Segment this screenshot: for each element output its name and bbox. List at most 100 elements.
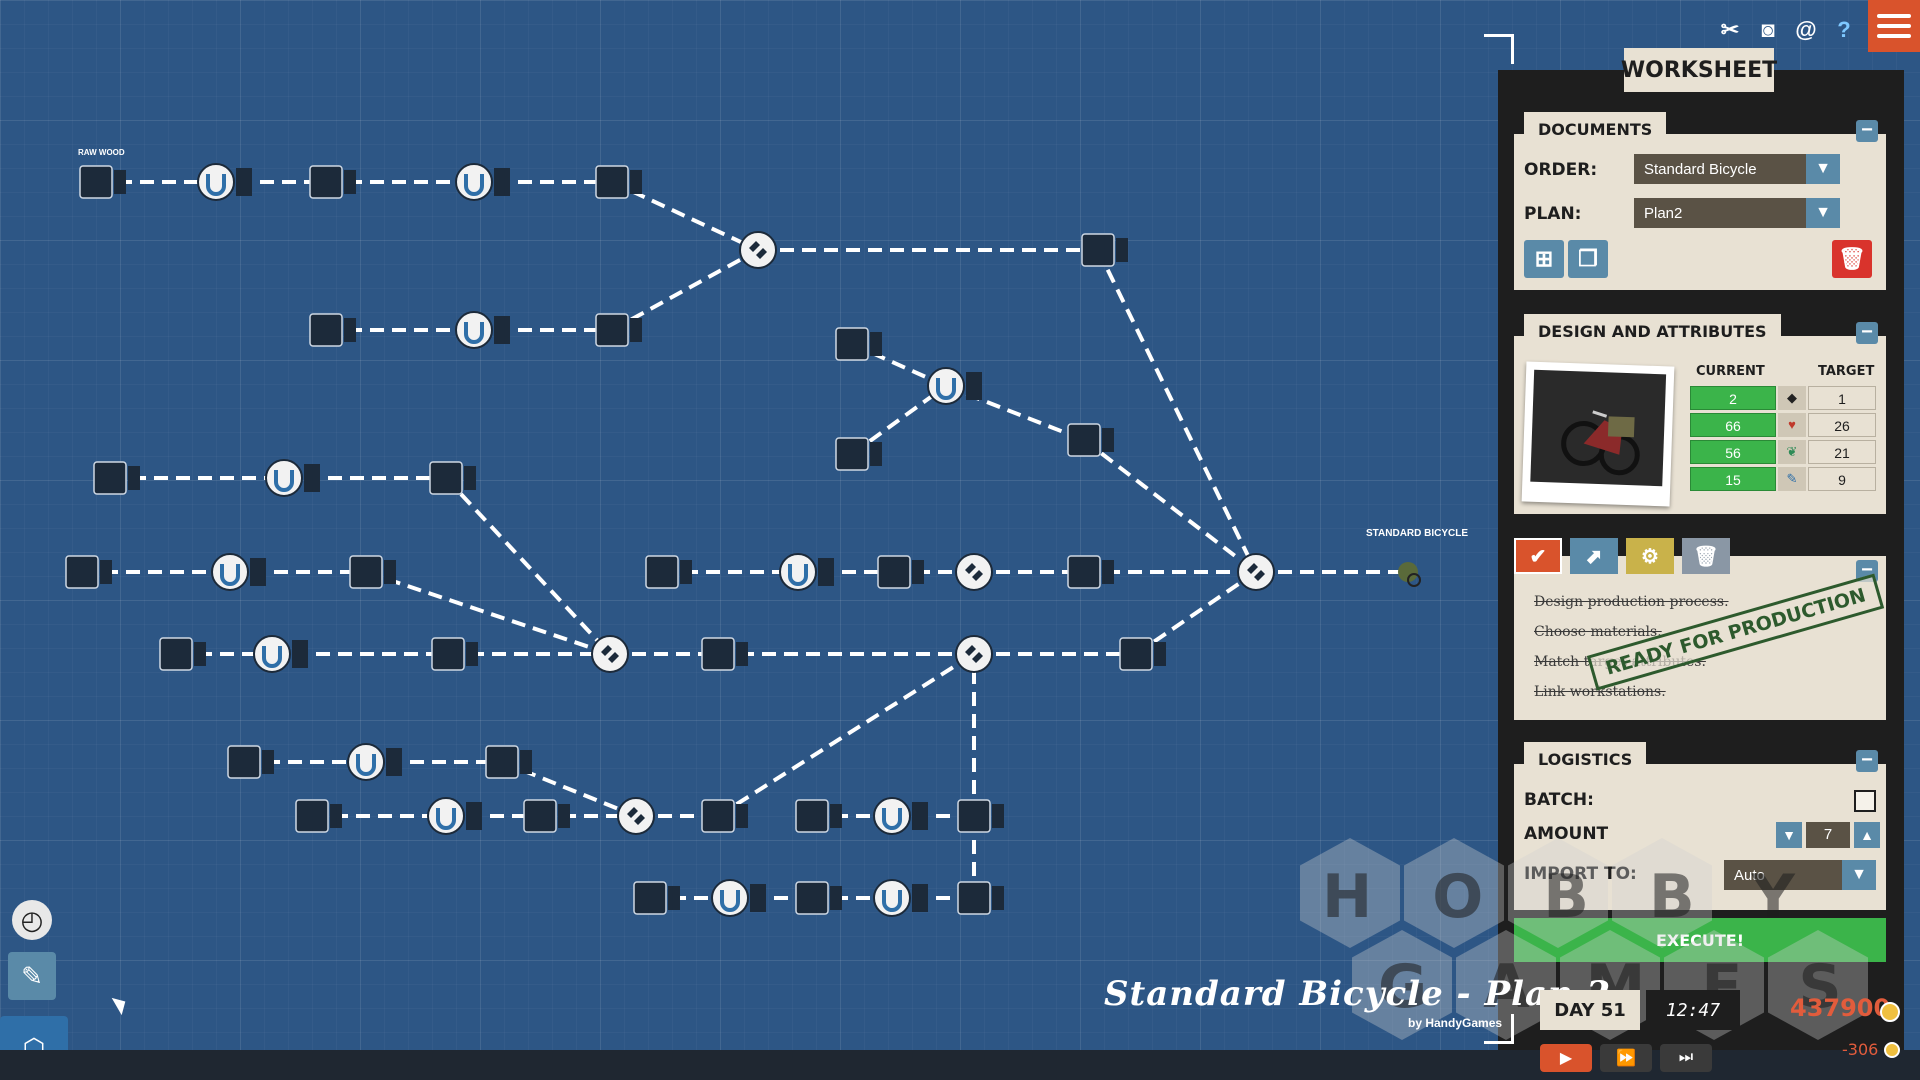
material-node[interactable] xyxy=(701,637,748,671)
import-value: Auto xyxy=(1734,866,1765,884)
material-node[interactable] xyxy=(1067,423,1114,457)
snail-icon[interactable]: @ xyxy=(1795,17,1817,42)
material-node[interactable] xyxy=(309,165,356,199)
play-button[interactable]: ▶ xyxy=(1540,1044,1592,1072)
material-node[interactable] xyxy=(633,881,680,915)
bicycle-photo xyxy=(1521,361,1675,507)
worksheet-title: WORKSHEET xyxy=(1621,48,1777,92)
material-node[interactable] xyxy=(1119,637,1166,671)
material-node[interactable] xyxy=(65,555,112,589)
material-node[interactable] xyxy=(1067,555,1114,589)
material-node[interactable] xyxy=(485,745,532,779)
material-node[interactable] xyxy=(595,165,642,199)
material-node[interactable] xyxy=(795,881,842,915)
material-node[interactable] xyxy=(431,637,478,671)
material-node[interactable] xyxy=(795,799,842,833)
order-value: Standard Bicycle xyxy=(1644,160,1757,178)
collapse-logistics-button[interactable]: − xyxy=(1856,750,1878,772)
material-node[interactable] xyxy=(595,313,642,347)
conveyor-link xyxy=(1082,438,1258,574)
delete-plan-button[interactable]: 🗑 xyxy=(1832,240,1872,278)
bicycle-image xyxy=(1561,410,1640,476)
notepad-icon[interactable]: ✎ xyxy=(8,952,56,1000)
task-item: Design production process. xyxy=(1534,594,1729,610)
material-node[interactable] xyxy=(79,165,126,199)
workstation-node[interactable] xyxy=(779,553,834,591)
material-node[interactable] xyxy=(957,799,1004,833)
workstation-node[interactable] xyxy=(873,879,928,917)
target-weight: 1 xyxy=(1808,386,1876,410)
material-node[interactable] xyxy=(93,461,140,495)
bicycle-output-node[interactable] xyxy=(1398,562,1421,587)
corner-marker xyxy=(1484,1014,1514,1044)
workstation-node[interactable] xyxy=(347,743,402,781)
fastest-forward-button[interactable]: ⏭ xyxy=(1660,1044,1712,1072)
workstation-node[interactable] xyxy=(253,635,308,673)
plan-title: Standard Bicycle - Plan 2 xyxy=(1104,974,1612,1014)
workstation-node[interactable] xyxy=(873,797,928,835)
assembly-hub-node[interactable] xyxy=(955,553,993,591)
design-header: DESIGN AND ATTRIBUTES xyxy=(1524,314,1781,349)
heart-icon: ♥ xyxy=(1778,413,1806,437)
assembly-hub-node[interactable] xyxy=(591,635,629,673)
tools-icon[interactable]: ✂ xyxy=(1720,17,1740,42)
amount-value[interactable]: 7 xyxy=(1806,822,1850,848)
tab-workers[interactable]: ⚙ xyxy=(1626,538,1674,574)
camera-icon[interactable]: ◙ xyxy=(1761,17,1775,42)
workstation-node[interactable] xyxy=(455,163,510,201)
workstation-node[interactable] xyxy=(927,367,982,405)
material-node[interactable] xyxy=(877,555,924,589)
assembly-hub-node[interactable] xyxy=(617,797,655,835)
order-dropdown[interactable]: Standard Bicycle ▼ xyxy=(1634,154,1840,184)
fast-forward-button[interactable]: ⏩ xyxy=(1600,1044,1652,1072)
tab-checklist[interactable]: ✔ xyxy=(1514,538,1562,574)
assembly-hub-node[interactable] xyxy=(955,635,993,673)
workstation-node[interactable] xyxy=(265,459,320,497)
amount-decrease-button[interactable]: ▼ xyxy=(1776,822,1802,848)
task-item: Choose materials. xyxy=(1534,624,1662,640)
help-icon[interactable]: ? xyxy=(1837,17,1851,42)
material-node[interactable] xyxy=(1081,233,1128,267)
material-node[interactable] xyxy=(159,637,206,671)
new-plan-button[interactable]: ⊞ xyxy=(1524,240,1564,278)
stopwatch-icon[interactable]: ◴ xyxy=(12,900,52,940)
material-node[interactable] xyxy=(645,555,692,589)
material-node[interactable] xyxy=(227,745,274,779)
material-node[interactable] xyxy=(835,437,882,471)
execute-button[interactable]: EXECUTE! xyxy=(1514,918,1886,962)
tab-statistics[interactable]: ⬈ xyxy=(1570,538,1618,574)
conveyor-link xyxy=(1096,249,1258,573)
assembly-hub-node[interactable] xyxy=(739,231,777,269)
current-appeal: 66 xyxy=(1690,413,1776,437)
workstation-node[interactable] xyxy=(427,797,482,835)
chevron-down-icon: ▼ xyxy=(1806,154,1840,184)
material-node[interactable] xyxy=(957,881,1004,915)
material-node[interactable] xyxy=(835,327,882,361)
menu-icon[interactable] xyxy=(1868,0,1920,52)
workstation-node[interactable] xyxy=(711,879,766,917)
tab-trash[interactable]: 🗑 xyxy=(1682,538,1730,574)
material-node[interactable] xyxy=(309,313,356,347)
copy-plan-button[interactable]: ❐ xyxy=(1568,240,1608,278)
material-node[interactable] xyxy=(701,799,748,833)
batch-label: BATCH: xyxy=(1524,790,1594,810)
batch-checkbox[interactable] xyxy=(1854,790,1876,812)
day-counter: DAY 51 xyxy=(1540,990,1640,1030)
workstation-node[interactable] xyxy=(197,163,252,201)
material-node[interactable] xyxy=(429,461,476,495)
collapse-documents-button[interactable]: − xyxy=(1856,120,1878,142)
material-node[interactable] xyxy=(295,799,342,833)
workstation-node[interactable] xyxy=(211,553,266,591)
workstation-node[interactable] xyxy=(455,311,510,349)
assembly-hub-node[interactable] xyxy=(1237,553,1275,591)
leaf-icon: ❦ xyxy=(1778,440,1806,464)
plan-dropdown[interactable]: Plan2 ▼ xyxy=(1634,198,1840,228)
amount-increase-button[interactable]: ▲ xyxy=(1854,822,1880,848)
chevron-down-icon: ▼ xyxy=(1842,860,1876,890)
collapse-design-button[interactable]: − xyxy=(1856,322,1878,344)
material-node[interactable] xyxy=(523,799,570,833)
plan-value: Plan2 xyxy=(1644,204,1683,222)
import-dropdown[interactable]: Auto ▼ xyxy=(1724,860,1876,890)
material-node[interactable] xyxy=(349,555,396,589)
